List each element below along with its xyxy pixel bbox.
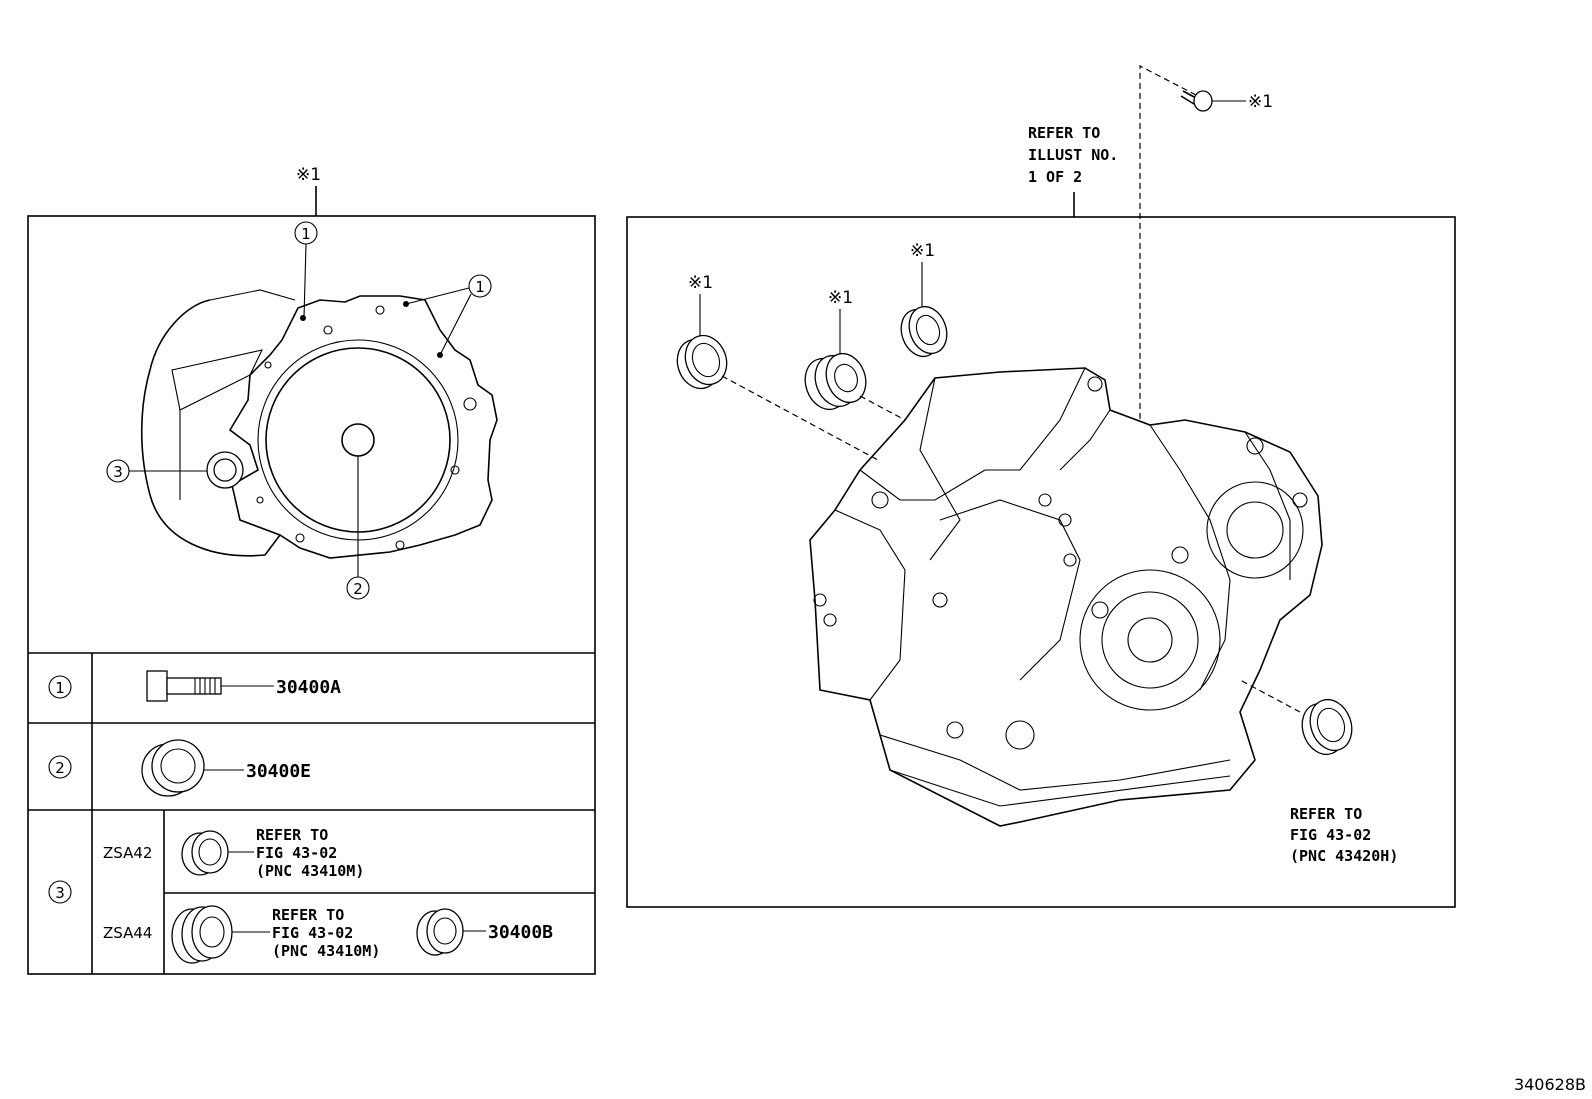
bolt-note: ※1 [1248, 92, 1273, 112]
part-number-30400b: 30400B [488, 922, 553, 943]
zsa42-refer-line-3: (PNC 43410M) [256, 862, 364, 880]
callout-1-top-label: 1 [301, 225, 311, 243]
callout-1-right [468, 274, 492, 298]
part-number-30400e: 30400E [246, 761, 311, 782]
callout-1-right-label: 1 [475, 278, 485, 296]
parts-table: 1 30400A 2 [28, 652, 595, 974]
transaxle-assembly-drawing [809, 367, 1323, 827]
refer-top-line-1: REFER TO [1028, 124, 1100, 142]
model-zsa44: ZSA44 [103, 924, 152, 942]
refer-top-line-2: ILLUST NO. [1028, 146, 1118, 164]
refer-top-line-3: 1 OF 2 [1028, 168, 1082, 186]
seal-note-2: ※1 [828, 288, 853, 308]
zsa44-refer-line-1: REFER TO [272, 906, 344, 924]
housing-face-drawing [140, 289, 498, 559]
left-panel: ※1 1 [27, 165, 596, 975]
right-panel-frame [626, 216, 1456, 908]
left-panel-frame [27, 215, 596, 975]
zsa44-refer-line-3: (PNC 43410M) [272, 942, 380, 960]
table-row-3: 3 ZSA42 REFER TO FIG 43-02 (PNC 43410M) … [48, 826, 553, 964]
row-3-index: 3 [55, 884, 65, 902]
seal-note-3: ※1 [910, 241, 935, 261]
seal-part-2-icon [804, 352, 867, 411]
left-panel-note: ※1 [296, 165, 321, 185]
row-2-index: 2 [55, 759, 65, 777]
seal-icon-zsa44 [171, 905, 233, 964]
callout-3-label: 3 [113, 463, 123, 481]
bolt-top-icon [1180, 90, 1213, 112]
model-zsa42: ZSA42 [103, 844, 152, 862]
bolt-icon [146, 670, 222, 702]
refer-bottom-line-3: (PNC 43420H) [1290, 847, 1398, 865]
diagram-id: 340628B [1514, 1075, 1586, 1094]
refer-bottom-line-1: REFER TO [1290, 805, 1362, 823]
zsa44-refer-line-2: FIG 43-02 [272, 924, 353, 942]
seal-icon-zsa42 [181, 830, 229, 876]
callout-2-label: 2 [353, 580, 363, 598]
oil-seal-icon [141, 739, 205, 797]
right-panel: REFER TO ILLUST NO. 1 OF 2 ※1 ※1 ※1 ※1 [626, 65, 1456, 908]
seal-part-3-icon [900, 305, 948, 358]
refer-bottom-line-2: FIG 43-02 [1290, 826, 1371, 844]
part-number-30400a: 30400A [276, 677, 341, 698]
row-1-index: 1 [55, 679, 65, 697]
seal-part-1-icon [676, 334, 728, 390]
table-row-1: 1 30400A [48, 670, 341, 702]
table-row-2: 2 30400E [48, 739, 311, 797]
seal-part-4-icon [1301, 698, 1353, 756]
zsa42-refer-line-1: REFER TO [256, 826, 328, 844]
zsa42-refer-line-2: FIG 43-02 [256, 844, 337, 862]
seal-icon-30400b [416, 908, 464, 956]
seal-note-1: ※1 [688, 273, 713, 293]
